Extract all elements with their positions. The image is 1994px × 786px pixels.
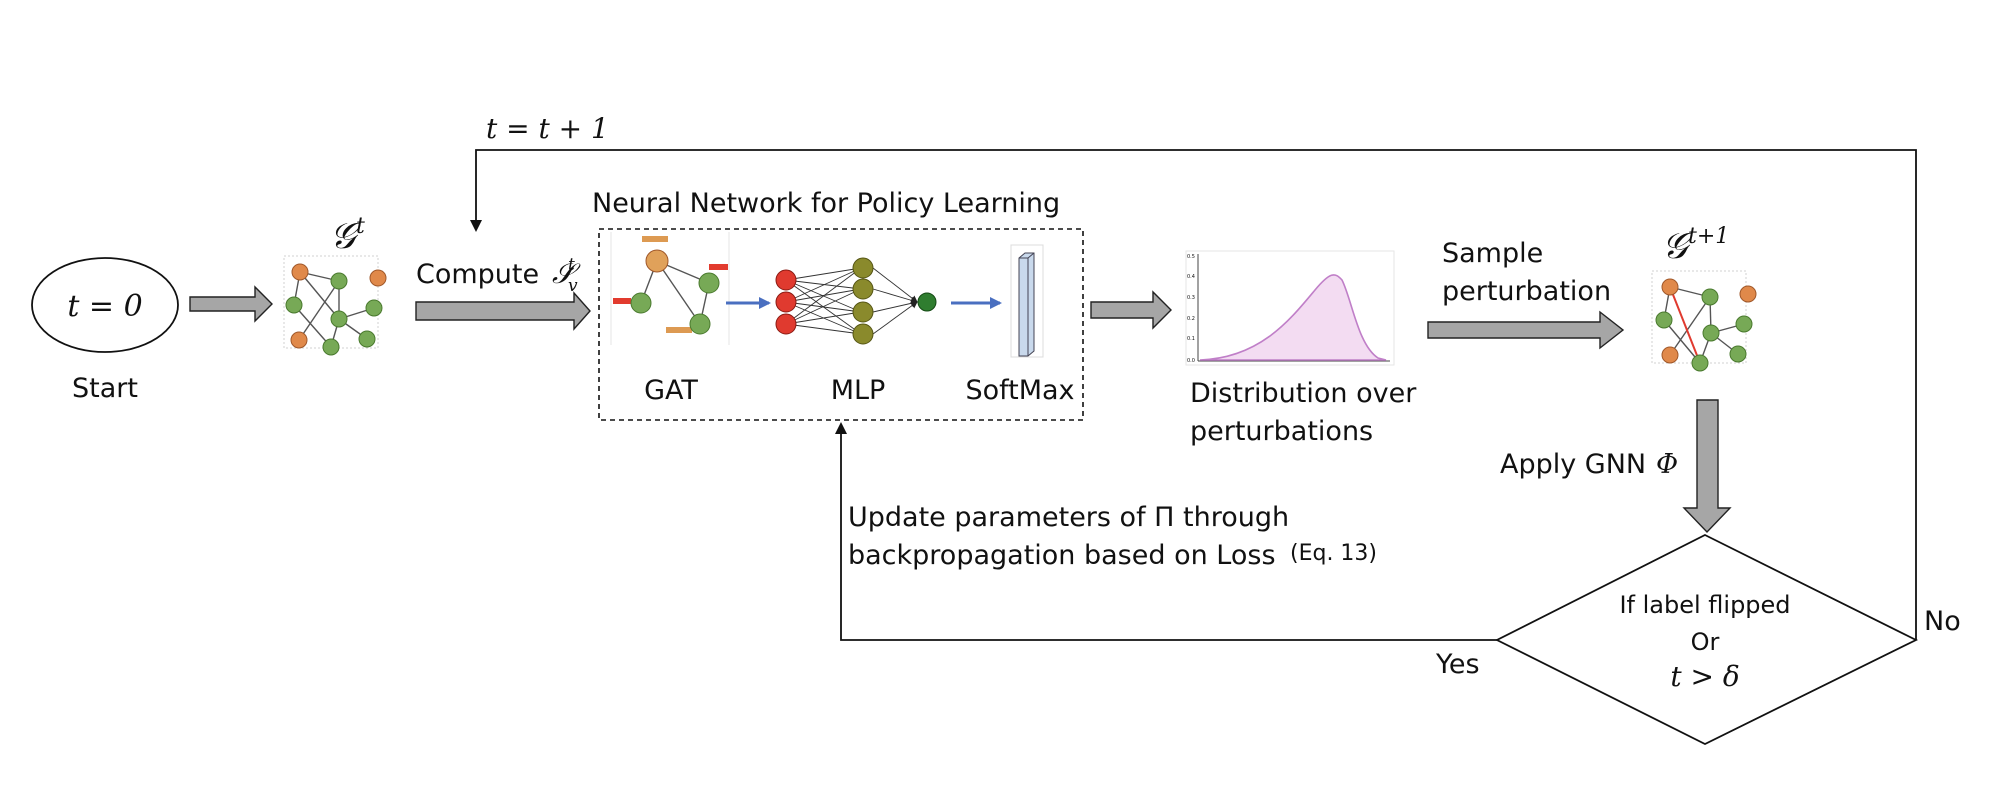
softmax-icon (1010, 244, 1044, 358)
start-equation: t = 0 (67, 289, 142, 324)
mlp-icon (775, 257, 937, 345)
sample-label-line2: perturbation (1442, 276, 1611, 307)
graph-g-t1-superscript: t+1 (1688, 224, 1729, 249)
apply-gnn-label: Apply GNN (1500, 449, 1646, 480)
svg-text:0.2: 0.2 (1187, 316, 1195, 322)
start-ellipse (31, 257, 179, 353)
compute-label: Compute (416, 259, 539, 290)
gat-label: GAT (644, 375, 698, 406)
decision-line3: t > δ (1670, 660, 1739, 693)
svg-text:0.5: 0.5 (1187, 254, 1195, 260)
compute-subscript: v (568, 276, 578, 296)
graph-g-t-superscript: t (356, 214, 365, 239)
arrow-compute-to-policy (415, 291, 591, 331)
graph-g-t-icon (283, 255, 387, 356)
policy-box-title: Neural Network for Policy Learning (592, 188, 1060, 219)
arrow-policy-to-distribution (1090, 290, 1172, 330)
decision-line1: If label flipped (1619, 591, 1790, 619)
update-text-line1: Update parameters of Π through (848, 502, 1289, 533)
svg-text:0.3: 0.3 (1187, 295, 1195, 301)
update-text-line2: backpropagation based on Loss (848, 540, 1276, 571)
decision-diamond (1494, 533, 1919, 746)
softmax-label: SoftMax (965, 375, 1074, 406)
svg-text:0.0: 0.0 (1187, 358, 1195, 364)
loop-label: t = t + 1 (486, 112, 609, 145)
policy-box (598, 228, 1084, 421)
update-line (835, 422, 1497, 641)
sample-label-line1: Sample (1442, 238, 1543, 269)
loop-back-line (470, 149, 1917, 640)
no-label: No (1924, 606, 1961, 637)
distribution-label-line1: Distribution over (1190, 378, 1417, 409)
distribution-label-line2: perturbations (1190, 416, 1373, 447)
compute-superscript: t (568, 255, 575, 275)
svg-text:0.4: 0.4 (1187, 274, 1195, 280)
start-label: Start (72, 373, 138, 404)
svg-text:0.1: 0.1 (1187, 336, 1195, 342)
gat-icon (610, 232, 730, 345)
arrow-distribution-to-sample (1427, 310, 1625, 350)
mlp-label: MLP (831, 375, 886, 406)
arrow-apply-gnn (1682, 399, 1732, 534)
distribution-plot-icon: 0.5 0.4 0.3 0.2 0.1 0.0 (1185, 250, 1395, 366)
arrow-start-to-graph (189, 285, 273, 323)
update-eq-ref: (Eq. 13) (1290, 541, 1377, 566)
apply-gnn-symbol: Φ (1656, 449, 1678, 480)
decision-line2: Or (1691, 628, 1720, 656)
yes-label: Yes (1435, 649, 1480, 680)
graph-g-t1-icon (1651, 270, 1757, 372)
